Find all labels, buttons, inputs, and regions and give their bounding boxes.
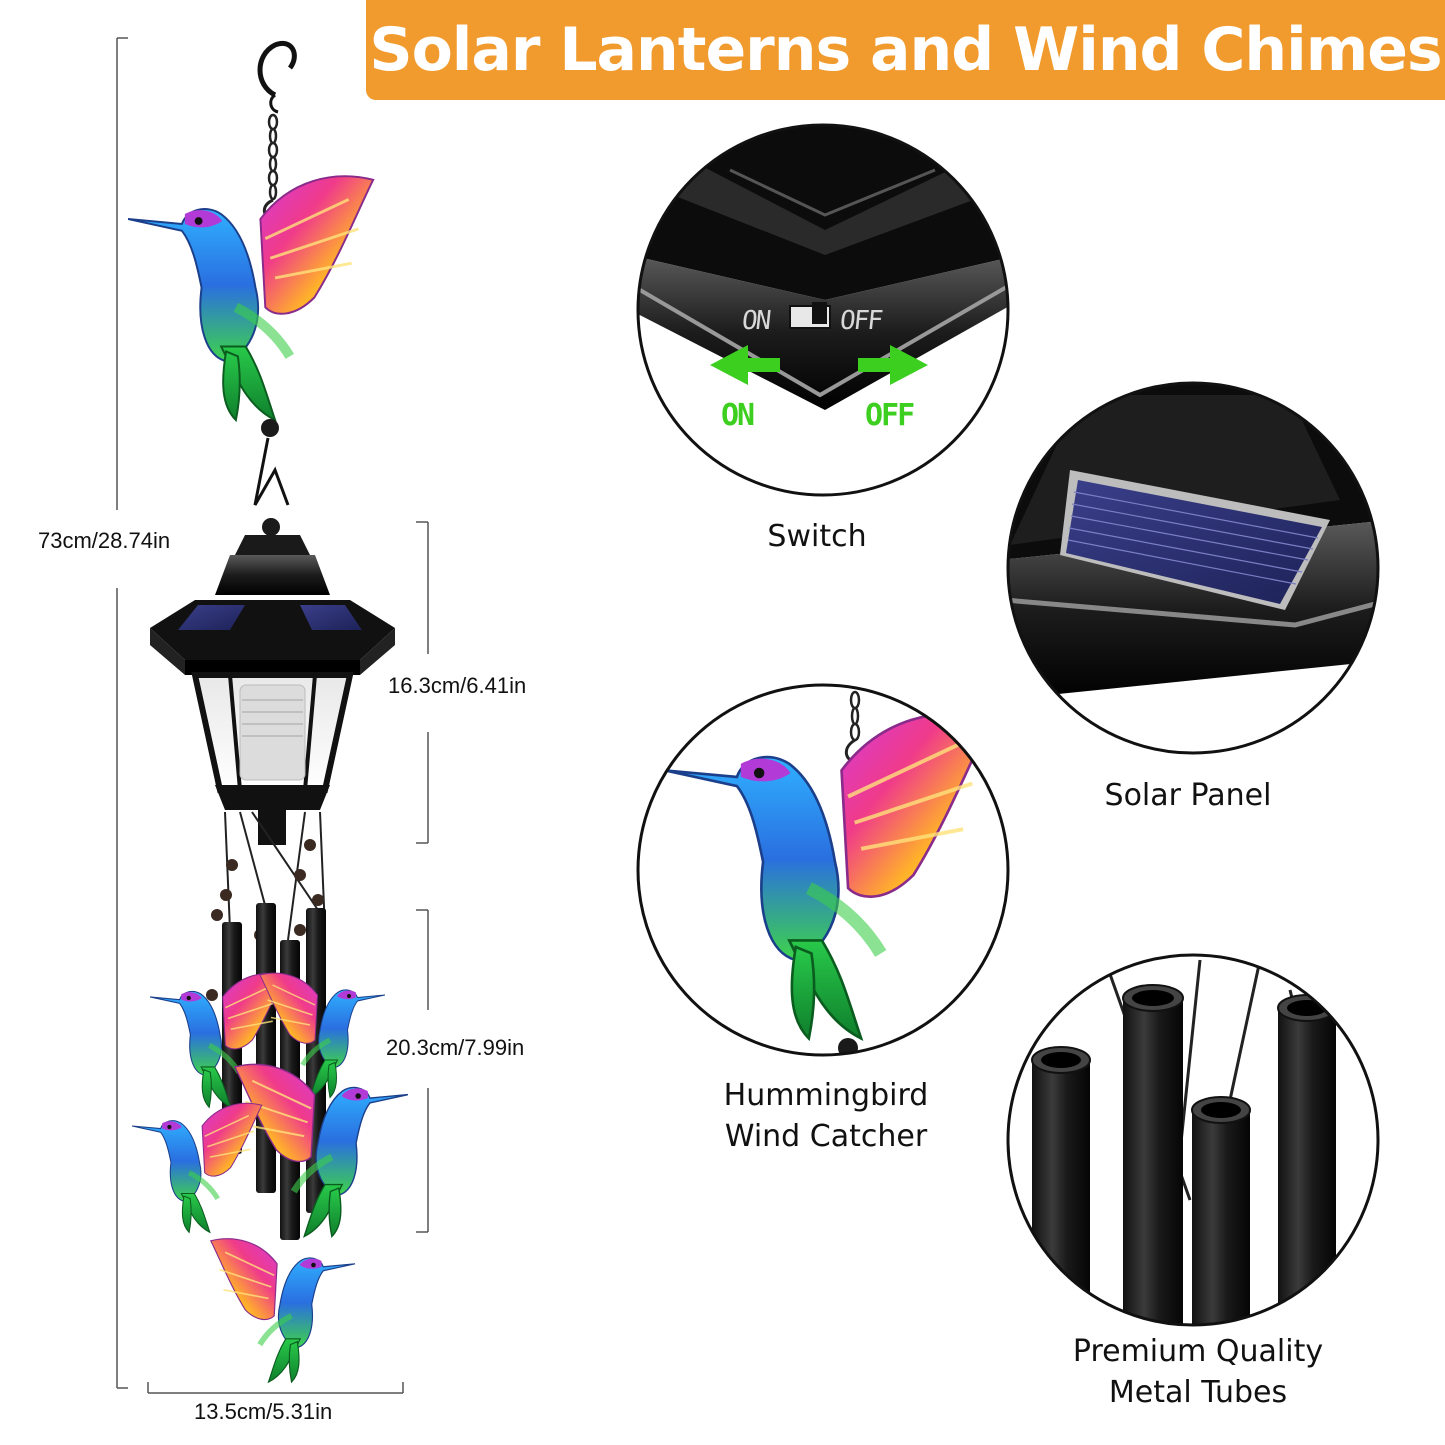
tube-length-label: 20.3cm/7.99in (386, 1035, 525, 1060)
chain (267, 113, 279, 201)
lantern-height-label: 16.3cm/6.41in (388, 673, 527, 698)
switch-off-marking: OFF (838, 306, 883, 336)
wind-chime-product (128, 40, 408, 1382)
hummingbird-caption: Hummingbird Wind Catcher (686, 1075, 966, 1157)
switch-detail-circle (636, 123, 1010, 497)
hummingbird-top (128, 176, 373, 420)
hummingbird-caption-line2: Wind Catcher (724, 1119, 928, 1154)
metal-tubes-circle (1006, 953, 1380, 1327)
metal-tubes-caption-line1: Premium Quality (1072, 1334, 1324, 1369)
metal-tubes-caption: Premium Quality Metal Tubes (1048, 1331, 1348, 1413)
switch-caption: Switch (767, 519, 867, 554)
solar-panel-caption: Solar Panel (1104, 778, 1272, 813)
title-banner: Solar Lanterns and Wind Chimes (366, 0, 1445, 100)
total-height-label: 73cm/28.74in (38, 528, 171, 553)
solar-panel-circle (1006, 381, 1380, 755)
hook-icon (257, 40, 297, 98)
metal-tubes-caption-line2: Metal Tubes (1108, 1375, 1288, 1410)
arrow-right-icon (858, 345, 928, 385)
hummingbird-caption-line1: Hummingbird (723, 1078, 929, 1113)
hummingbird-circle (636, 683, 1010, 1057)
width-label: 13.5cm/5.31in (194, 1399, 333, 1424)
arrow-left-icon (710, 345, 780, 385)
switch-on-marking: ON (740, 306, 771, 336)
bead (261, 419, 279, 437)
switch-off-label: OFF (865, 398, 915, 433)
dimension-lines (116, 37, 429, 1394)
switch-on-label: ON (721, 398, 755, 433)
banner-title: Solar Lanterns and Wind Chimes (369, 15, 1442, 85)
